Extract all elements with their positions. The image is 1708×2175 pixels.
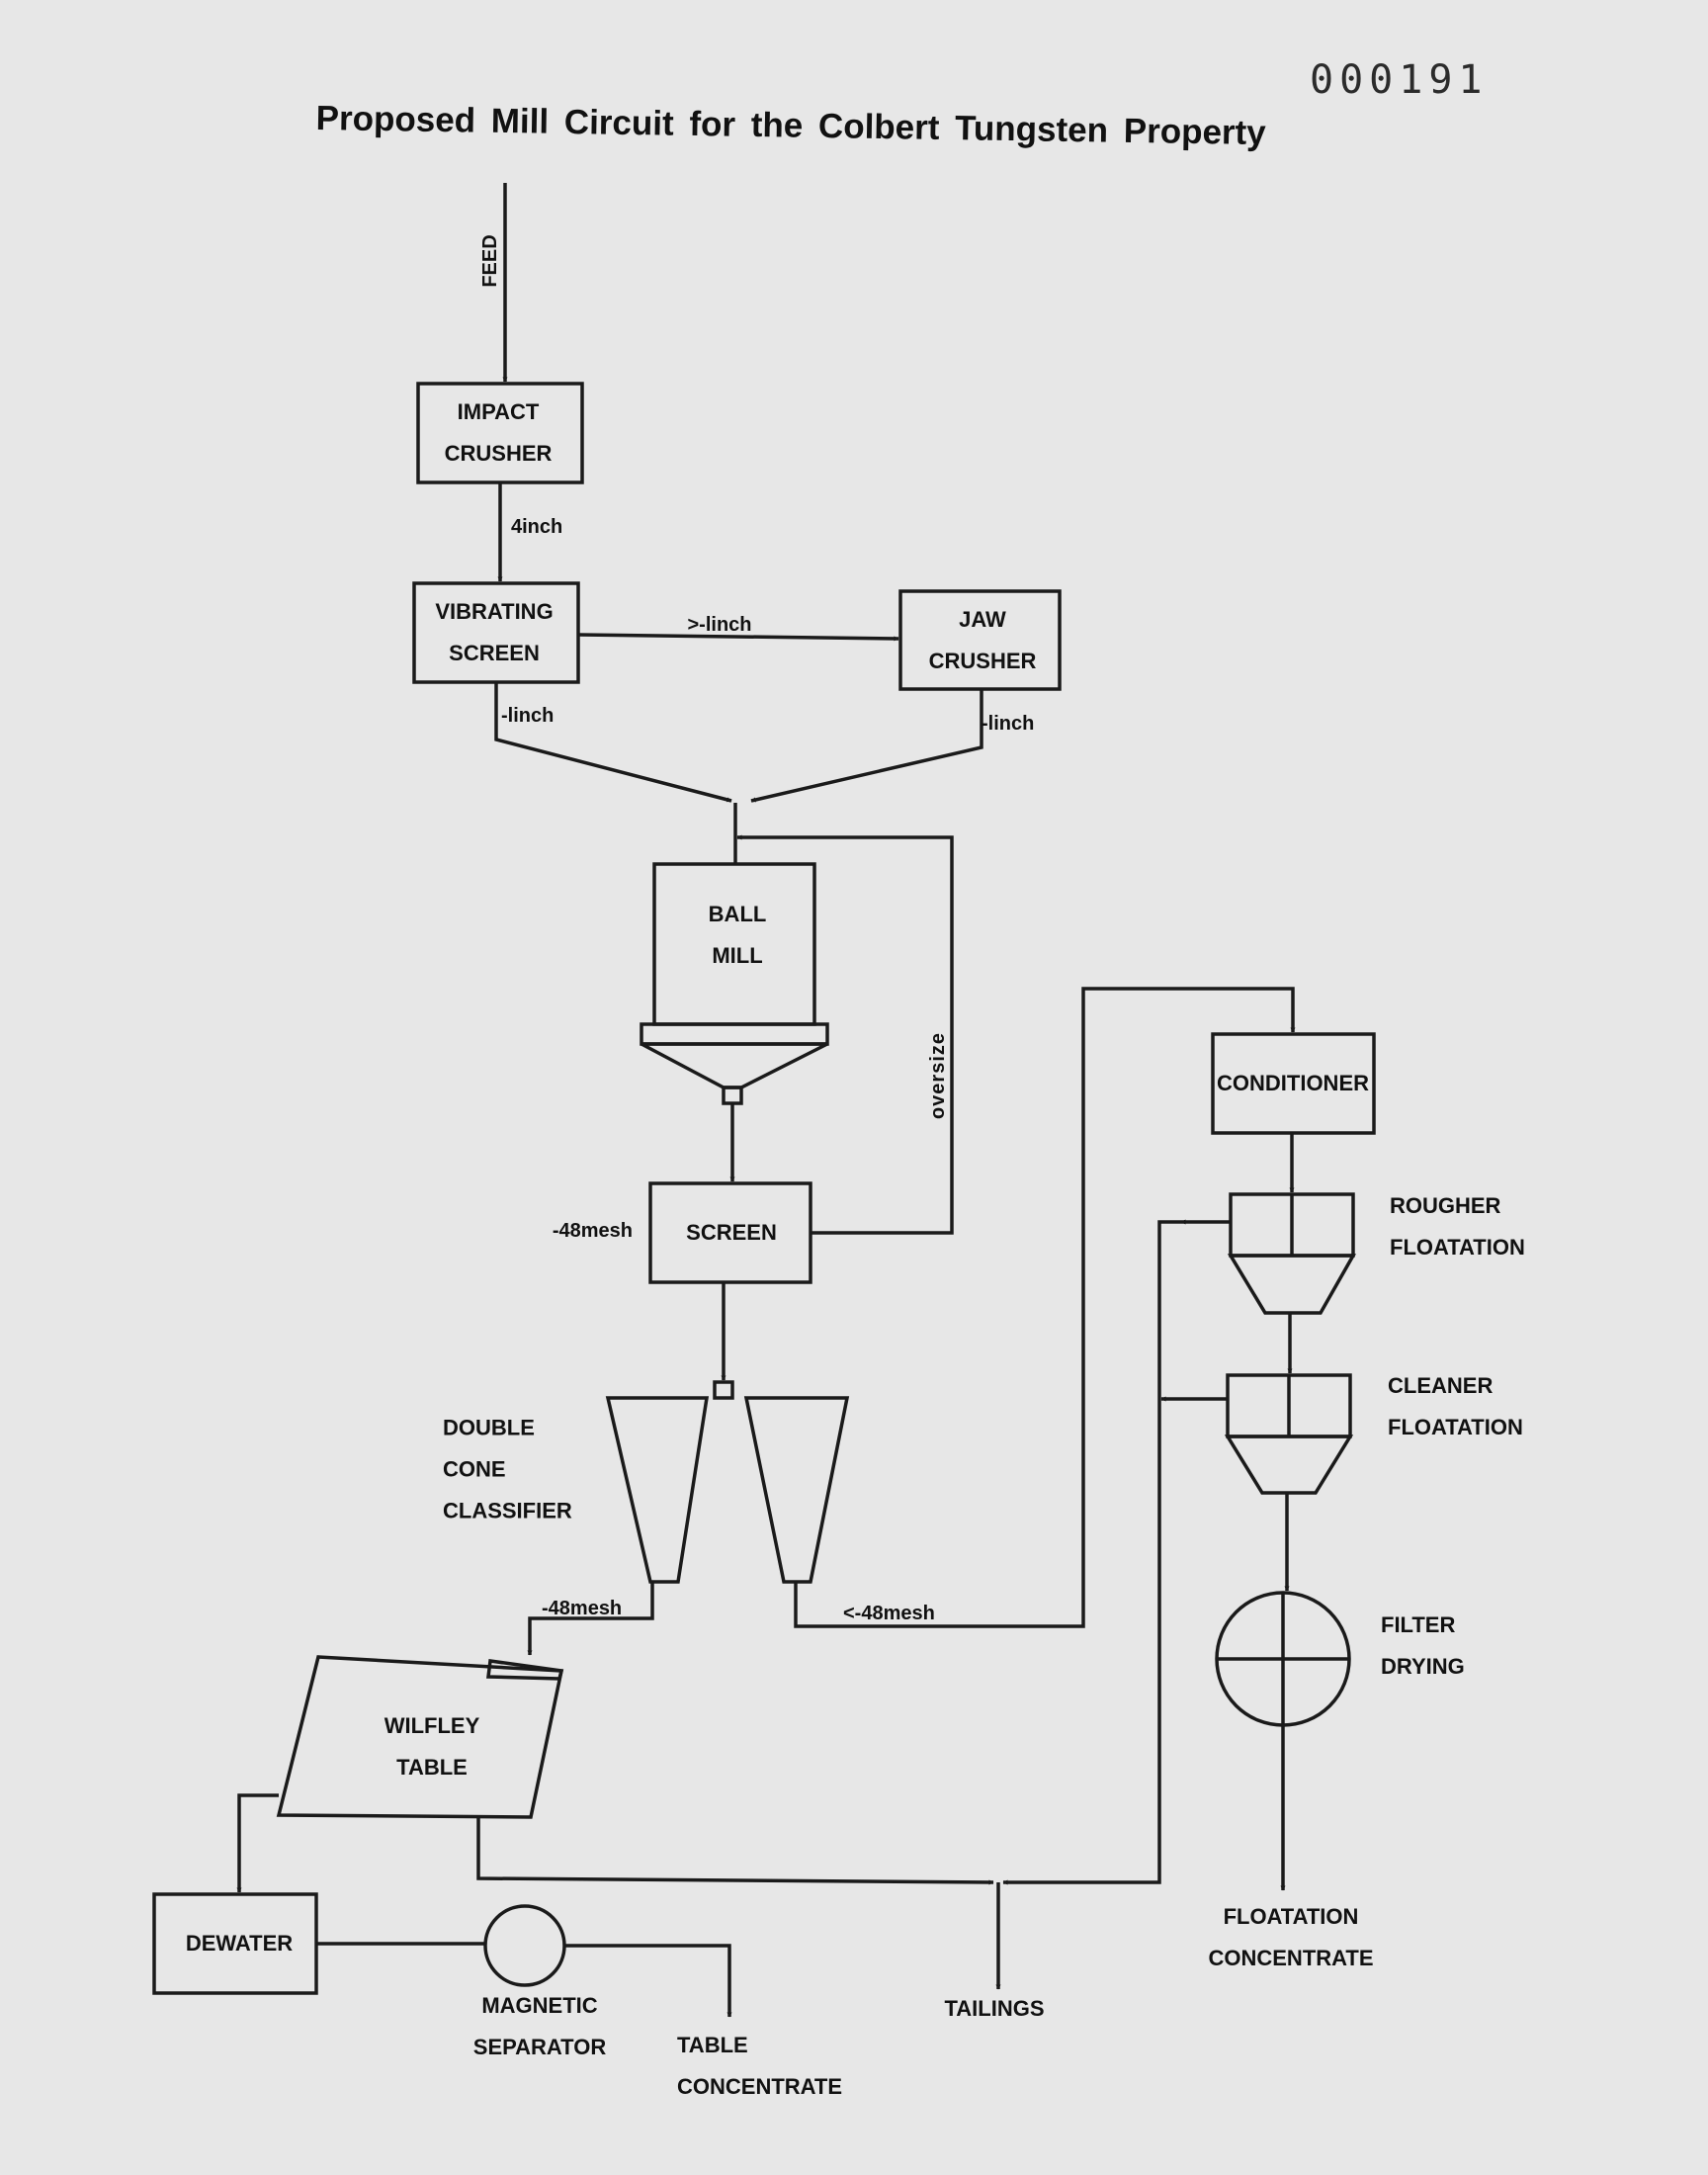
conditioner-label: CONDITIONER bbox=[1217, 1071, 1369, 1095]
screen-to-jaw-arrow bbox=[577, 633, 899, 642]
screen-label: SCREEN bbox=[686, 1220, 777, 1245]
tailings-label: TAILINGS bbox=[944, 1996, 1045, 2021]
ball-mill-spout bbox=[722, 1086, 743, 1105]
oversize-label: oversize bbox=[927, 1031, 949, 1120]
ball-mill-hopper bbox=[640, 1042, 828, 1089]
floatation-concentrate-label: FLOATATION CONCENTRATE bbox=[1208, 1904, 1374, 1970]
classifier-left-line bbox=[527, 1582, 654, 1656]
feed-label: FEED bbox=[479, 234, 501, 288]
cleaner-cone bbox=[1224, 1435, 1354, 1495]
cleaner-floatation-label: CLEANER FLOATATION bbox=[1388, 1373, 1523, 1439]
document-id-stamp: 000191 bbox=[1310, 57, 1489, 103]
table-to-dewater-line bbox=[236, 1793, 279, 1893]
oversize-return-line bbox=[736, 834, 954, 1235]
dewater-label: DEWATER bbox=[185, 1931, 294, 1956]
screen-mesh-label: -48mesh bbox=[552, 1220, 633, 1242]
table-concentrate-label: TABLE CONCENTRATE bbox=[677, 2033, 843, 2099]
classifier-left-mesh-label: -48mesh bbox=[542, 1598, 623, 1619]
jaw-crusher-label: JAW CRUSHER bbox=[928, 607, 1037, 673]
crusher-product-label: 4inch bbox=[511, 516, 563, 538]
vibrating-screen-label: VIBRATING SCREEN bbox=[435, 599, 554, 665]
jaw-product-label: -linch bbox=[982, 713, 1035, 735]
jaw-product-line bbox=[750, 689, 983, 803]
screen-oversize-label: >-linch bbox=[687, 614, 752, 636]
classifier-right-mesh-label: <-48mesh bbox=[843, 1603, 935, 1624]
screen-undersize-line bbox=[494, 682, 732, 803]
classifier-feed-nozzle bbox=[713, 1380, 734, 1400]
filter-drying-label: FILTER DRYING bbox=[1381, 1612, 1465, 1679]
classifier-cone-left bbox=[605, 1396, 710, 1584]
wilfley-table-label: WILFLEY TABLE bbox=[384, 1713, 480, 1780]
ball-mill-discharge-lip bbox=[640, 1022, 829, 1046]
impact-crusher-label: IMPACT CRUSHER bbox=[444, 399, 553, 466]
screen-undersize-label: -linch bbox=[501, 705, 555, 727]
classifier-right-line bbox=[794, 987, 1296, 1628]
rougher-cone bbox=[1227, 1254, 1357, 1315]
classifier-cone-right bbox=[743, 1396, 850, 1584]
floatation-tailings-line bbox=[1002, 1220, 1181, 1885]
magnetic-to-table-concentrate-line bbox=[564, 1944, 732, 2018]
wilfley-table-deck bbox=[276, 1655, 564, 1819]
magnetic-separator-label: MAGNETIC SEPARATOR bbox=[472, 1993, 607, 2059]
magnetic-separator-drum bbox=[483, 1904, 566, 1987]
double-cone-classifier-label: DOUBLE CONE CLASSIFIER bbox=[443, 1415, 572, 1522]
rougher-floatation-label: ROUGHER FLOATATION bbox=[1390, 1193, 1525, 1260]
table-tailings-line bbox=[476, 1817, 994, 1885]
wilfley-table-head bbox=[486, 1659, 564, 1681]
ball-mill-label: BALL MILL bbox=[708, 902, 767, 968]
